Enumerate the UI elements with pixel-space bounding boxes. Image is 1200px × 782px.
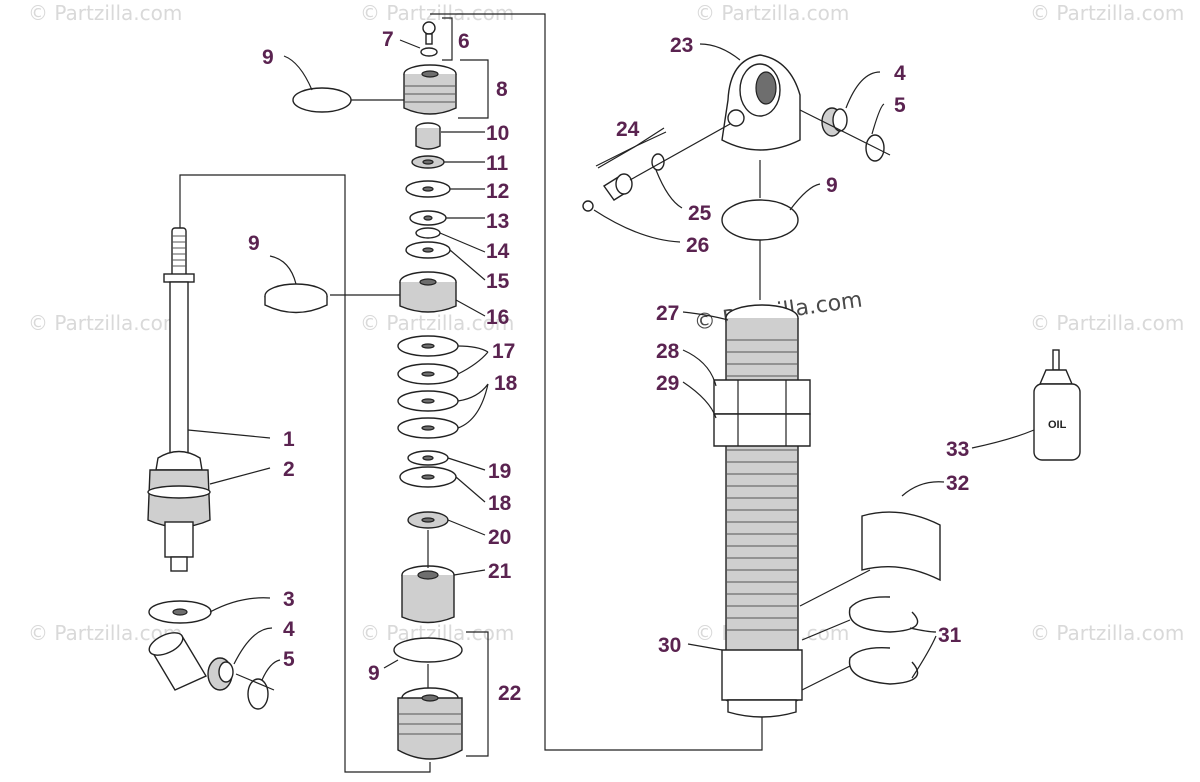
- clip-32: [861, 511, 941, 582]
- snap-ring-31a: [848, 596, 919, 633]
- lower-body-30: [721, 649, 803, 701]
- bottle-label: OIL: [1048, 419, 1067, 431]
- callout-12: 12: [486, 180, 509, 203]
- watermark-top-left: © Partzilla.com: [28, 1, 182, 25]
- callout-16: 16: [486, 306, 509, 329]
- o-ring-9-top: [292, 87, 352, 113]
- callout-11: 11: [486, 152, 509, 175]
- assembly-bracket-lines: [179, 13, 763, 773]
- callout-9-lower: 9: [368, 662, 380, 685]
- callout-14: 14: [486, 240, 510, 263]
- shaft-collar: [163, 273, 195, 283]
- clips: [799, 511, 941, 691]
- callout-31: 31: [938, 624, 962, 647]
- callout-26: 26: [686, 234, 709, 257]
- snap-ring-5: [247, 678, 269, 710]
- callout-7: 7: [382, 28, 394, 51]
- oil-bottle: OIL: [1033, 349, 1081, 461]
- callout-2: 2: [283, 458, 295, 481]
- lock-nut-28: [713, 379, 811, 415]
- o-rings: [264, 87, 404, 314]
- callout-15: 15: [486, 270, 510, 293]
- callout-10: 10: [486, 122, 509, 145]
- callout-29: 29: [656, 372, 679, 395]
- callout-19: 19: [488, 460, 511, 483]
- callout-numbers: 9 7 6 8 10 11 12 13 14 15 9 16 17 18 19 …: [248, 28, 969, 705]
- leader-lines: [187, 17, 1035, 757]
- shaft-rod: [169, 281, 189, 458]
- watermark-top-center: © Partzilla.com: [360, 1, 514, 25]
- callout-23: 23: [670, 34, 693, 57]
- watermark-mid-center: © Partzilla.com: [360, 311, 514, 335]
- o-ring-9-lower: [393, 637, 463, 663]
- callout-9-right: 9: [826, 174, 838, 197]
- callout-32: 32: [946, 472, 969, 495]
- callout-9-top: 9: [262, 46, 274, 69]
- callout-4-right: 4: [894, 62, 906, 85]
- callout-5-left: 5: [283, 648, 295, 671]
- watermark-top-right2: © Partzilla.com: [1030, 1, 1184, 25]
- shaft-end: [170, 556, 188, 572]
- screw-26: [582, 200, 594, 212]
- callout-18-b: 18: [488, 492, 512, 515]
- bottle-tip: [1052, 349, 1060, 371]
- callout-18-a: 18: [494, 372, 518, 395]
- callout-33: 33: [946, 438, 969, 461]
- callout-30: 30: [658, 634, 681, 657]
- callout-13: 13: [486, 210, 509, 233]
- body-threads: [726, 339, 798, 631]
- watermark-top-right1: © Partzilla.com: [695, 1, 849, 25]
- callout-24: 24: [616, 118, 640, 141]
- watermarks: © Partzilla.com © Partzilla.com © Partzi…: [28, 1, 1184, 645]
- callout-28: 28: [656, 340, 680, 363]
- washer-6: [420, 47, 438, 57]
- adjust-nut-29: [713, 413, 811, 447]
- bumper-top: [155, 450, 203, 471]
- bottle-body: [1033, 383, 1081, 461]
- callout-9-mid: 9: [248, 232, 260, 255]
- lower-small-parts: [148, 600, 275, 710]
- callout-25: 25: [688, 202, 712, 225]
- shaft-assembly: [147, 227, 211, 572]
- callout-6: 6: [458, 30, 470, 53]
- shaft-eye-lower: [164, 521, 194, 558]
- snap-ring-31b: [848, 647, 919, 685]
- callout-8: 8: [496, 78, 508, 101]
- shim-14: [415, 227, 441, 239]
- screw-7: [422, 21, 436, 35]
- shock-body: [582, 54, 891, 718]
- callout-5-right: 5: [894, 94, 906, 117]
- o-ring-9-right: [721, 199, 799, 241]
- watermark-mid-right: © Partzilla.com: [1030, 311, 1184, 335]
- callout-17: 17: [492, 340, 515, 363]
- callout-20: 20: [488, 526, 511, 549]
- watermark-mid-left: © Partzilla.com: [28, 311, 182, 335]
- watermark-bottom-right2: © Partzilla.com: [1030, 621, 1184, 645]
- callout-4-left: 4: [283, 618, 295, 641]
- callout-3: 3: [283, 588, 295, 611]
- callout-1: 1: [283, 428, 295, 451]
- callout-21: 21: [488, 560, 512, 583]
- callout-22: 22: [498, 682, 521, 705]
- callout-27: 27: [656, 302, 679, 325]
